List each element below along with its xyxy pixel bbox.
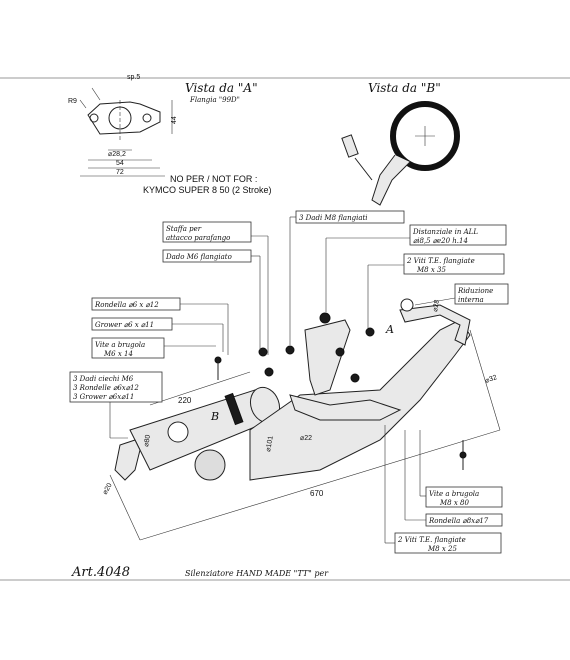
dim-22: ⌀22	[300, 435, 312, 442]
callout-staffa-line2: attacco parafango	[166, 234, 230, 242]
callout-rondella-m6: Rondella ⌀6 x ⌀12	[94, 301, 159, 309]
tail-pipe	[114, 439, 141, 481]
brand-badge	[194, 449, 226, 481]
callout-vite-m8-line2: M8 x 80	[439, 499, 469, 507]
notice-line1: NO PER / NOT FOR :	[170, 174, 257, 184]
expansion-chamber	[249, 319, 471, 481]
callout-dadi-ciechi-line1: 3 Dadi ciechi M6	[73, 375, 134, 383]
dim-72: 72	[116, 169, 124, 176]
callout-riduzione-line1: Riduzione	[457, 287, 493, 295]
callout-distanziale-box	[409, 224, 507, 246]
dim-101: ⌀101	[265, 435, 275, 452]
callout-vite-m6-line1: Vite a brugola	[95, 341, 145, 349]
callout-vite-m8-box	[425, 486, 503, 508]
callout-dado-m6: Dado M6 flangiato	[165, 253, 232, 261]
callout-staffa-line1: Staffa per	[166, 225, 202, 233]
callout-viti-top-line2: M8 x 35	[416, 266, 446, 274]
view-a-subtitle: Flangia "99D"	[189, 96, 240, 104]
callout-dadi-m8: 3 Dadi M8 flangiati	[299, 214, 368, 222]
callout-dadi-ciechi-line3: 3 Grower ⌀6x⌀11	[73, 393, 134, 401]
dim-44: 44	[171, 116, 178, 124]
callout-vite-m6-box	[91, 337, 165, 359]
dim-220: 220	[178, 396, 192, 405]
callout-viti-bottom-line2: M8 x 25	[427, 545, 457, 553]
header-pipe	[399, 304, 471, 346]
dim-80: ⌀80	[143, 434, 152, 447]
callout-dadi-ciechi-box	[69, 371, 163, 403]
callout-viti-top-line1: 2 Viti T.E. flangiate	[406, 257, 475, 265]
bracket-lower	[289, 394, 402, 421]
notice-line2: KYMCO SUPER 8 50 (2 Stroke)	[143, 185, 272, 195]
dim-32: ⌀32	[484, 374, 498, 385]
dim-54: 54	[116, 160, 124, 167]
article-number: Art.4048	[71, 565, 130, 580]
exhaust-assembly	[114, 298, 471, 481]
callout-viti-bottom-line1: 2 Viti T.E. flangiate	[397, 536, 466, 544]
view-b-title: Vista da "B"	[368, 81, 441, 95]
callout-distanziale-line2: ⌀i8,5 ⌀e20 h.14	[413, 237, 468, 245]
callout-viti-top-box	[403, 253, 505, 275]
view-a-title: Vista da "A"	[185, 81, 258, 95]
dim-28-2: ⌀28,2	[108, 151, 126, 158]
callout-distanziale-line1: Distanziale in ALL	[412, 228, 478, 236]
dim-28: ⌀28	[432, 299, 441, 312]
callout-vite-m8-line1: Vite a brugola	[429, 490, 479, 498]
callout-vite-m6-line2: M6 x 14	[103, 350, 133, 358]
marker-a: A	[385, 323, 394, 336]
dim-line-220	[149, 371, 251, 406]
marker-b: B	[210, 410, 219, 423]
callout-riduzione-line2: interna	[458, 296, 484, 304]
callout-riduzione-box	[454, 283, 509, 305]
flange-view-a	[79, 87, 173, 177]
callout-grower: Grower ⌀6 x ⌀11	[95, 321, 154, 329]
footer-description: Silenziatore HAND MADE "TT" per	[185, 569, 329, 578]
dim-r9: R9	[68, 98, 77, 105]
view-b-clamp	[341, 101, 460, 206]
callout-dadi-ciechi-line2: 3 Rondelle ⌀6x⌀12	[73, 384, 139, 392]
bracket-upper	[304, 319, 351, 396]
dim-20: ⌀20	[102, 482, 114, 496]
dim-sp: sp.5	[127, 74, 140, 81]
callout-staffa-box	[162, 221, 252, 243]
dim-670: 670	[310, 489, 324, 498]
dim-line-670	[139, 429, 501, 541]
callout-rondella-m8: Rondella ⌀8x⌀17	[428, 517, 489, 525]
